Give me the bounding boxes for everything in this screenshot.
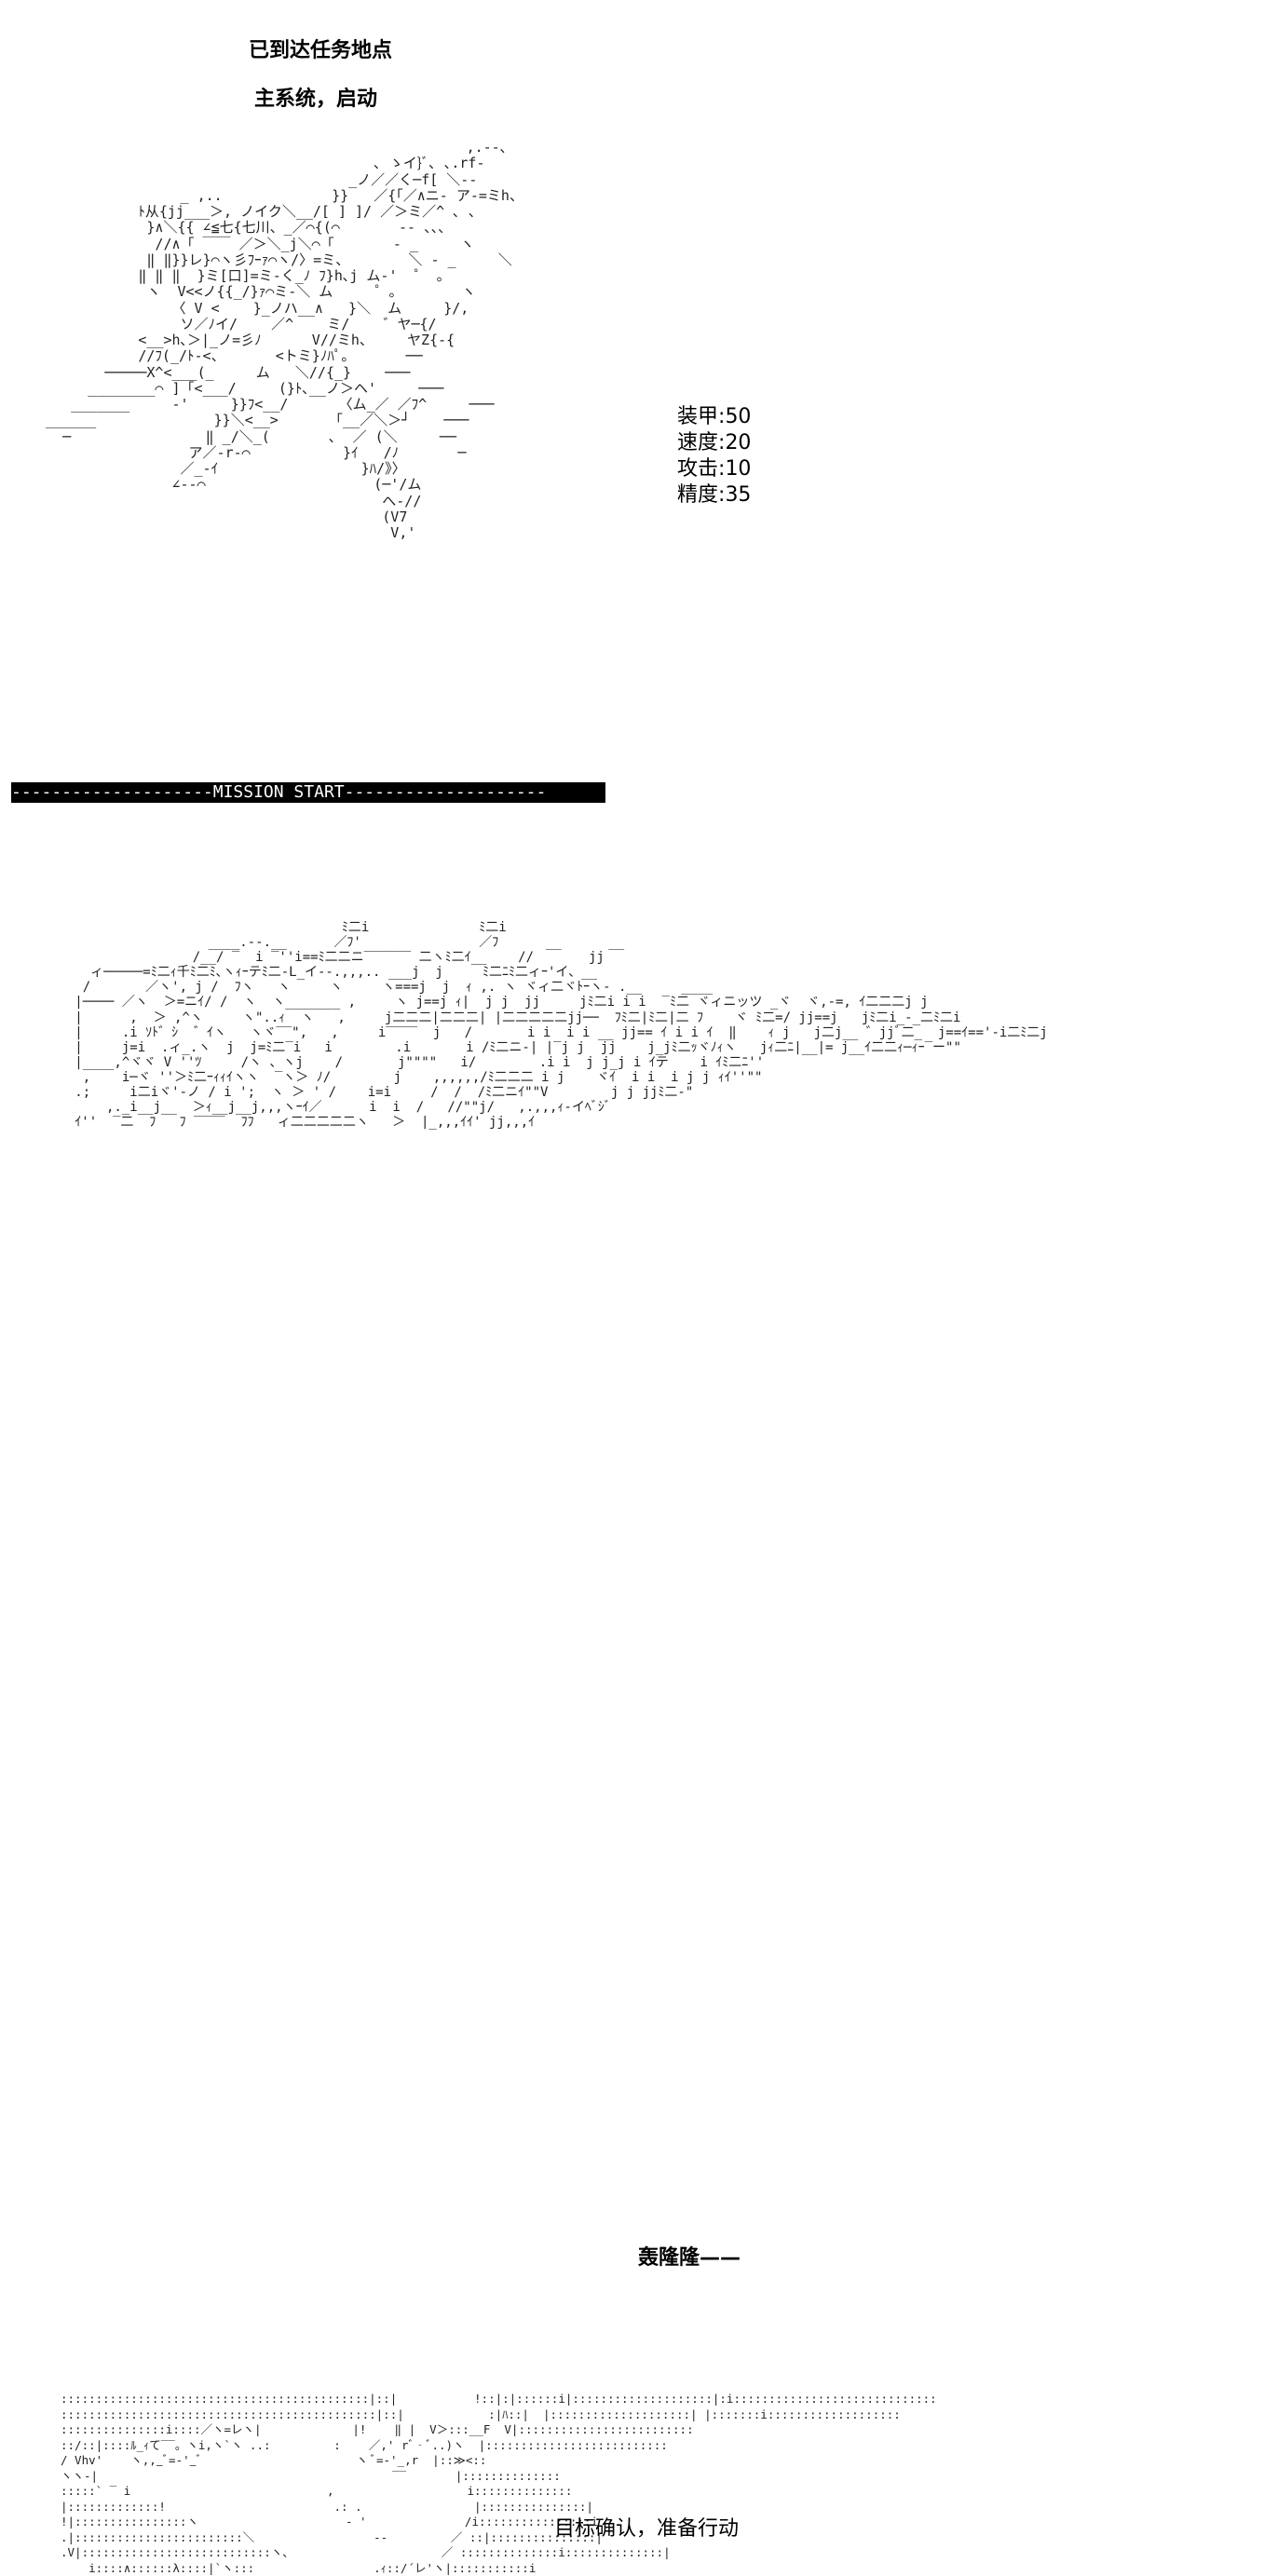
- face-ascii-art: ::::::::::::::::::::::::::::::::::::::::…: [61, 2392, 937, 2575]
- caption-arrived: 已到达任务地点: [249, 39, 393, 62]
- stat-value: 10: [725, 457, 752, 481]
- mech-ascii-art: ,.-‐､ ､ ゝイ}ﾞ､ ､.rf‐ _ノ／／く─f[ ＼-‐ _ ,.. }…: [46, 139, 523, 541]
- mech-stats-panel: 装甲:50 速度:20 攻击:10 精度:35: [677, 404, 751, 508]
- stat-label: 精度: [677, 483, 719, 507]
- stat-attack: 攻击:10: [677, 457, 752, 481]
- caption-rumble: 轰隆隆——: [638, 2246, 741, 2270]
- stat-speed: 速度:20: [677, 431, 752, 454]
- stat-value: 50: [725, 405, 752, 428]
- stat-value: 20: [725, 431, 752, 454]
- ship-ascii-art: ﾐ二i ﾐ二i ____.--.__ ／ﾌ' ／ﾌ __ __ /__/ ‾ i…: [61, 920, 1048, 2575]
- stat-armor: 装甲:50: [677, 405, 752, 428]
- stat-accuracy: 精度:35: [677, 483, 752, 507]
- stat-value: 35: [725, 483, 752, 507]
- caption-system-start: 主系统，启动: [254, 88, 378, 111]
- mission-start-banner: --------------------MISSION START-------…: [11, 782, 605, 803]
- caption-target-confirm: 目标确认，准备行动: [554, 2517, 740, 2541]
- stat-label: 攻击: [677, 457, 719, 481]
- stat-label: 速度: [677, 431, 719, 454]
- stat-label: 装甲: [677, 405, 719, 428]
